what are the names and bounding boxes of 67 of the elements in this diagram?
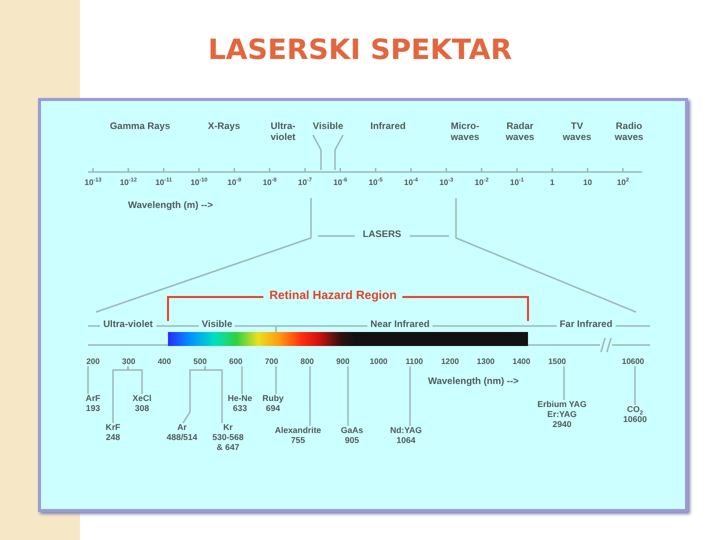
laser-label: Alexandrite 755	[274, 426, 322, 446]
spectrum-band-label: Micro-waves	[450, 122, 480, 144]
tick-label: 10$^{-4}$	[404, 178, 418, 188]
spectrum-band-label: Radio waves	[614, 122, 644, 144]
leader-line	[87, 366, 89, 394]
spectrum-band-label: Radar waves	[506, 122, 534, 144]
tick-label: 1200	[441, 357, 459, 366]
spectrum-band-label: Gamma Rays	[110, 122, 170, 133]
tick-label: 600	[229, 357, 242, 366]
leader-line	[634, 366, 636, 405]
tick-label: 1300	[476, 357, 495, 366]
tick-label: 200	[86, 357, 100, 366]
tick-label: 400	[158, 357, 172, 366]
leader-line	[563, 366, 565, 400]
tick-label: 1	[550, 178, 554, 188]
tick-label: 10600	[622, 357, 644, 366]
leader-line	[241, 366, 243, 394]
spectrum-bar	[168, 332, 528, 346]
tick-label: 10$^{-8}$	[262, 178, 277, 188]
tick-label: 800	[300, 357, 314, 366]
laser-label: Ar 488/514	[166, 423, 198, 443]
tick-label: 10$^{-9}$	[227, 178, 242, 188]
tick-label: 10	[583, 178, 592, 188]
title: LASERSKI SPEKTAR	[208, 33, 512, 66]
laser-label: GaAs 905	[340, 426, 364, 446]
leader-line	[275, 366, 277, 394]
tick-label: 10$^{-12}$	[120, 178, 137, 188]
tick-label: 10$^{-3}$	[439, 178, 454, 188]
tick-label: 500	[193, 357, 207, 366]
tick-label: 1500	[548, 357, 566, 366]
leader-line	[204, 366, 223, 423]
leader-line	[409, 366, 411, 426]
tick-label: 1400	[512, 357, 530, 366]
laser-label: He-Ne 633	[228, 394, 252, 414]
laser-label: Ruby 694	[262, 394, 284, 414]
axis-title: Wavelength (nm) -->	[428, 377, 519, 388]
tick-label: 10$^{-11}$	[155, 178, 172, 188]
leader-line	[127, 366, 143, 394]
tick-label: 10$^{-5}$	[368, 178, 383, 188]
laser-label: KrF 248	[106, 423, 120, 443]
tick-label: 10$^{-10}$	[190, 178, 208, 188]
laser-label: CO$_{2}$ 10600	[623, 405, 647, 425]
laser-label: Kr 530-568 & 647	[210, 423, 246, 452]
spectrum-band-label: X-Rays	[208, 122, 240, 133]
leader-line	[347, 366, 349, 426]
region-label: Retinal Hazard Region	[263, 289, 403, 303]
laser-label: Nd:YAG 1064	[390, 426, 422, 446]
leader-line	[309, 366, 311, 426]
spectrum-band-label: Ultra-violet	[270, 122, 296, 144]
spectrum-band-label: Infrared	[370, 122, 406, 133]
tick-label: 1100	[406, 357, 423, 366]
tick-label: 700	[264, 357, 278, 366]
tick-label: 10$^{-7}$	[298, 178, 312, 188]
laser-label: Erbium YAG Er:YAG 2940	[537, 400, 587, 430]
spectrum-band-label: TV waves	[562, 122, 592, 144]
tick-label: 1000	[370, 357, 388, 366]
laser-label: ArF 193	[86, 394, 100, 414]
tick-label: 300	[122, 357, 136, 366]
tick-label: 10$^{-13}$	[84, 178, 102, 188]
axis-title: Wavelength (m) -->	[128, 201, 213, 212]
laser-label: XeCl 308	[132, 394, 152, 414]
tick-label: 10$^{-2}$	[474, 178, 489, 188]
spectrum-band-label: Visible	[312, 122, 344, 133]
tick-label: 900	[336, 357, 350, 366]
tick-label: 10$^{2}$	[616, 178, 629, 188]
tick-label: 10$^{-6}$	[333, 178, 348, 188]
tick-label: 10$^{-1}$	[510, 178, 524, 188]
